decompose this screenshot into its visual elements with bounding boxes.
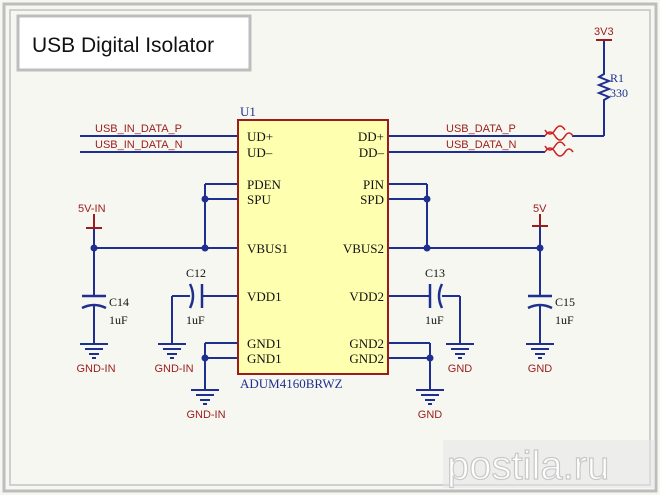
net-label-usb-out-p: USB_DATA_P (446, 123, 516, 135)
watermark: postila.ru (443, 440, 655, 489)
capacitor-c14-plate-bottom (81, 303, 107, 310)
net-label-usb-in-p: USB_IN_DATA_P (95, 123, 182, 135)
title: USB Digital Isolator (32, 34, 214, 57)
capacitor-c15-plate-bottom (527, 303, 553, 310)
net-label-usb-in-n: USB_IN_DATA_N (95, 139, 183, 151)
port-marker-dp-2 (544, 125, 566, 135)
ground-gnd1[interactable] (191, 389, 219, 405)
ground-gnd2[interactable] (416, 389, 444, 405)
resistor-r1-ref: R1 (610, 71, 624, 85)
pin-spu: SPU (247, 192, 271, 207)
capacitor-c15-value: 1uF (555, 313, 574, 327)
ground-c15-label: GND (528, 363, 553, 375)
junctions (90, 195, 544, 362)
pin-ud-minus: UD– (247, 145, 273, 160)
junction-5vin (90, 244, 98, 252)
watermark-text: postila.ru (447, 444, 609, 488)
ground-c14[interactable] (80, 343, 108, 359)
pin-spd: SPD (360, 192, 384, 207)
chip-u1[interactable]: U1 ADUM4160BRWZ UD+ UD– PDEN SPU VBUS1 V… (237, 104, 389, 391)
chip-part: ADUM4160BRWZ (240, 376, 343, 391)
pin-vbus2: VBUS2 (343, 241, 384, 256)
capacitor-c14-ref: C14 (109, 295, 129, 309)
resistor-r1[interactable]: R1 330 (596, 66, 628, 104)
capacitor-c12-plate-left (188, 283, 195, 309)
capacitor-c15[interactable]: C15 1uF (527, 294, 575, 327)
title-box (16, 14, 252, 72)
pin-pden: PDEN (247, 177, 282, 192)
pin-gnd2-b: GND2 (349, 351, 384, 366)
chip-ref: U1 (240, 104, 256, 119)
capacitor-c14-value: 1uF (109, 313, 128, 327)
pin-ud-plus: UD+ (247, 129, 273, 144)
capacitor-c14[interactable]: C14 1uF (81, 294, 129, 327)
resistor-r1-value: 330 (610, 86, 628, 100)
pin-gnd1-b: GND1 (247, 351, 282, 366)
pin-vdd2: VDD2 (349, 289, 384, 304)
capacitor-c12-ref: C12 (186, 266, 206, 280)
ground-c15[interactable] (526, 343, 554, 359)
capacitor-c13[interactable]: C13 1uF (425, 266, 445, 327)
power-5v[interactable]: 5V (532, 203, 548, 227)
junction-5v (536, 244, 544, 252)
junction-gnd1 (201, 354, 209, 362)
port-marker-dp[interactable] (544, 131, 574, 141)
resistor-r1-body[interactable] (596, 66, 612, 104)
sheet-inner-border (9, 9, 651, 486)
junction-vbus1 (201, 244, 209, 252)
chip-body[interactable] (237, 119, 389, 375)
pin-gnd1-a: GND1 (247, 336, 282, 351)
pin-gnd2-a: GND2 (349, 336, 384, 351)
junction-gnd2 (426, 354, 434, 362)
port-marker-dn-2 (544, 141, 566, 151)
capacitor-c13-ref: C13 (425, 266, 445, 280)
junction-vbus2 (423, 244, 431, 252)
ground-symbols (80, 343, 554, 405)
ground-gnd1-label: GND-IN (186, 409, 225, 421)
power-5v-in-label: 5V-IN (78, 203, 106, 215)
capacitor-c13-value: 1uF (425, 313, 444, 327)
ground-c12-label: GND-IN (154, 363, 193, 375)
power-5v-in[interactable]: 5V-IN (78, 203, 106, 229)
ground-c13[interactable] (446, 343, 474, 359)
ground-gnd2-label: GND (418, 409, 443, 421)
port-marker-dn[interactable] (544, 147, 574, 157)
ground-c13-label: GND (448, 363, 473, 375)
junction-spu (201, 195, 209, 203)
net-label-usb-out-n: USB_DATA_N (446, 139, 517, 151)
pin-pin: PIN (363, 177, 385, 192)
pin-dd-plus: DD+ (358, 129, 384, 144)
power-3v3-label: 3V3 (594, 26, 614, 38)
capacitor-c12[interactable]: C12 1uF (186, 266, 206, 327)
capacitor-c12-value: 1uF (186, 313, 205, 327)
pin-vbus1: VBUS1 (247, 241, 288, 256)
watermark-backdrop (443, 440, 655, 488)
wires (80, 40, 605, 390)
capacitor-c15-ref: C15 (555, 295, 575, 309)
junction-spd (423, 195, 431, 203)
power-3v3[interactable]: 3V3 (594, 26, 614, 41)
ground-c12[interactable] (158, 343, 186, 359)
ground-c14-label: GND-IN (76, 363, 115, 375)
pin-vdd1: VDD1 (247, 289, 282, 304)
port-markers (544, 125, 574, 157)
pin-dd-minus: DD– (359, 145, 385, 160)
power-5v-label: 5V (533, 203, 547, 215)
capacitor-c13-plate-right (437, 283, 444, 309)
